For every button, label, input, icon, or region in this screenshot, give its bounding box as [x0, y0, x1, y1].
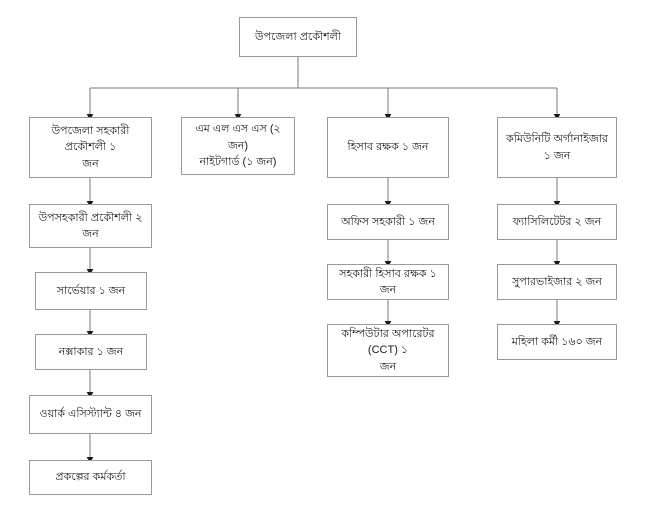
node-col1-1-label: উপজেলা সহকারী প্রকৌশলী ১ জন — [51, 124, 130, 170]
node-col3-3[interactable]: সহকারী হিসাব রক্ষক ১ জন — [327, 264, 449, 300]
node-col4-1-label: কমিউনিটি অর্গানাইজার ১ জন — [506, 133, 608, 162]
node-col4-3-label: সুপারভাইজার ২ জন — [512, 275, 602, 288]
node-col3-3-label: সহকারী হিসাব রক্ষক ১ জন — [339, 267, 437, 297]
node-col1-6-label: প্রকল্পের কর্মকর্তা — [55, 471, 126, 484]
node-col4-2[interactable]: ফ্যাসিলিটেটর ২ জন — [497, 204, 617, 240]
node-col4-3[interactable]: সুপারভাইজার ২ জন — [497, 264, 617, 300]
node-col1-4[interactable]: নক্সাকার ১ জন — [35, 334, 147, 370]
node-col4-4[interactable]: মহিলা কর্মী ১৬০ জন — [497, 324, 617, 360]
node-col4-2-label: ফ্যাসিলিটেটর ২ জন — [512, 215, 602, 228]
node-col1-5[interactable]: ওয়ার্ক এসিস্ট্যান্ট ৪ জন — [29, 395, 152, 434]
node-col4-1[interactable]: কমিউনিটি অর্গানাইজার ১ জন — [497, 117, 617, 178]
node-col1-6[interactable]: প্রকল্পের কর্মকর্তা — [29, 460, 152, 495]
node-col1-3[interactable]: সার্ভেয়ার ১ জন — [35, 272, 147, 310]
node-col1-2-label: উপসহকারী প্রকৌশলী ২ জন — [38, 211, 143, 241]
node-col1-2[interactable]: উপসহকারী প্রকৌশলী ২ জন — [29, 204, 152, 248]
node-col1-5-label: ওয়ার্ক এসিস্ট্যান্ট ৪ জন — [39, 408, 142, 421]
node-col3-1[interactable]: হিসাব রক্ষক ১ জন — [327, 117, 449, 178]
node-col1-1[interactable]: উপজেলা সহকারী প্রকৌশলী ১ জন — [29, 117, 152, 178]
node-col1-3-label: সার্ভেয়ার ১ জন — [56, 284, 126, 297]
node-col4-4-label: মহিলা কর্মী ১৬০ জন — [511, 335, 603, 348]
node-root[interactable]: উপজেলা প্রকৌশলী — [239, 17, 357, 57]
node-root-label: উপজেলা প্রকৌশলী — [254, 30, 342, 43]
node-col1-4-label: নক্সাকার ১ জন — [58, 345, 124, 358]
node-col3-4-label: কম্পিউটার অপারেটর (CCT) ১ জন — [341, 327, 435, 373]
node-col3-2[interactable]: অফিস সহকারী ১ জন — [327, 204, 449, 240]
node-col3-4[interactable]: কম্পিউটার অপারেটর (CCT) ১ জন — [327, 324, 449, 377]
node-col2-1-label: এম এল এস এস (২ জন) নাইটগার্ড (১ জন) — [195, 123, 281, 169]
node-col3-1-label: হিসাব রক্ষক ১ জন — [347, 141, 429, 154]
node-col2-1[interactable]: এম এল এস এস (২ জন) নাইটগার্ড (১ জন) — [181, 117, 295, 175]
node-col3-2-label: অফিস সহকারী ১ জন — [341, 215, 435, 228]
